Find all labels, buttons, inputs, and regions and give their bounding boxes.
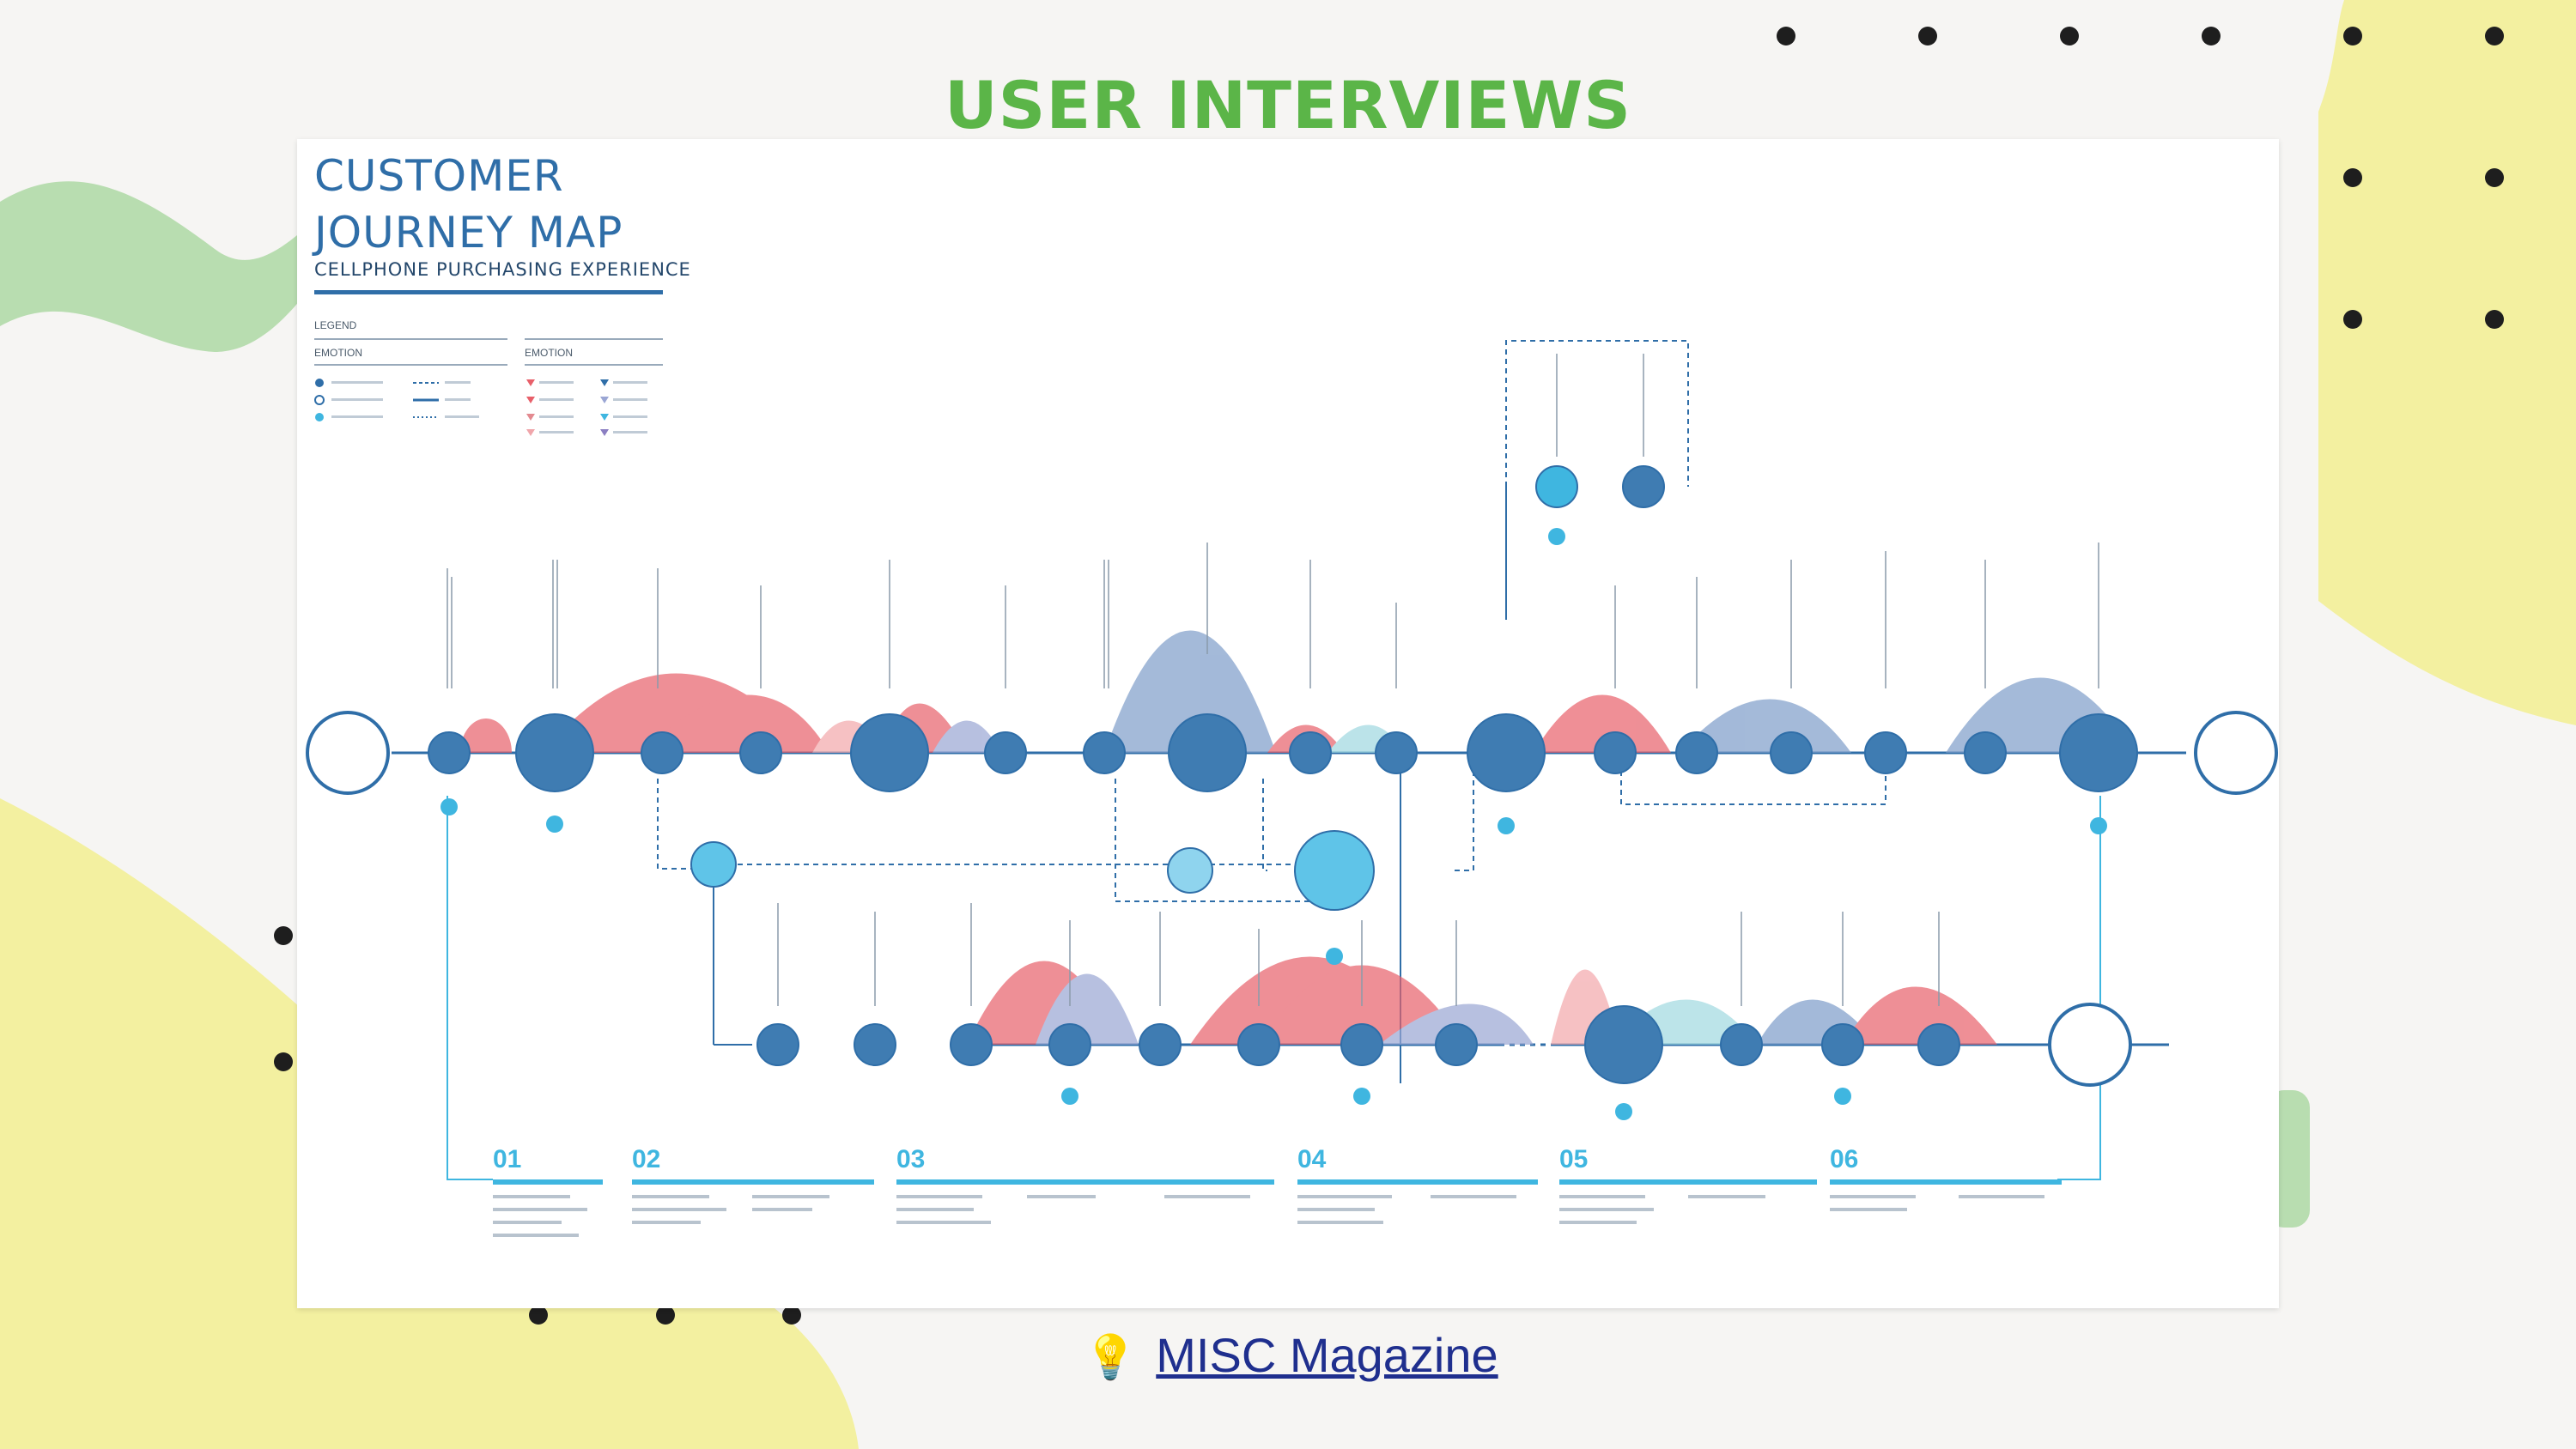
slide-title: USER INTERVIEWS [944, 67, 1632, 143]
stage-bar-01 [493, 1179, 603, 1185]
stage-number-06: 06 [1830, 1145, 1859, 1173]
stage-bar-03 [896, 1179, 1274, 1185]
journey-diagram [306, 340, 2278, 1237]
stage-number-04: 04 [1297, 1145, 1327, 1173]
map-subtitle: CELLPHONE PURCHASING EXPERIENCE [314, 259, 691, 280]
legend-col1-label: EMOTION [314, 347, 362, 359]
map-title-line1: CUSTOMER [314, 151, 564, 201]
customer-journey-map-poster: CUSTOMER JOURNEY MAP CELLPHONE PURCHASIN… [297, 139, 2279, 1308]
dot-pattern-bottom-left [274, 926, 801, 1325]
misc-magazine-link[interactable]: MISC Magazine [1156, 1328, 1498, 1382]
stage-bar-06 [1830, 1179, 2062, 1185]
legend-divider [314, 338, 507, 340]
legend-col2-label: EMOTION [525, 347, 573, 359]
green-wave-shape [0, 181, 378, 352]
stage-bar-05 [1559, 1179, 1817, 1185]
map-title: CUSTOMER JOURNEY MAP [314, 148, 623, 261]
map-title-line2: JOURNEY MAP [314, 208, 623, 258]
stage-number-02: 02 [632, 1145, 661, 1173]
lightbulb-icon: 💡 [1084, 1333, 1138, 1381]
footer-link-row: 💡 MISC Magazine [1084, 1327, 1498, 1383]
stage-number-05: 05 [1559, 1145, 1589, 1173]
stage-number-03: 03 [896, 1145, 926, 1173]
stage-bar-04 [1297, 1179, 1538, 1185]
dot-pattern-top-right [1777, 27, 2504, 329]
stage-bar-02 [632, 1179, 874, 1185]
yellow-blob-right [2318, 0, 2576, 725]
legend-heading: LEGEND [314, 319, 357, 331]
stage-number-01: 01 [493, 1145, 522, 1173]
legend-symbols [314, 379, 647, 436]
legend-divider [314, 364, 507, 366]
legend-divider [525, 338, 663, 340]
legend-divider [525, 364, 663, 366]
title-rule [314, 290, 663, 294]
